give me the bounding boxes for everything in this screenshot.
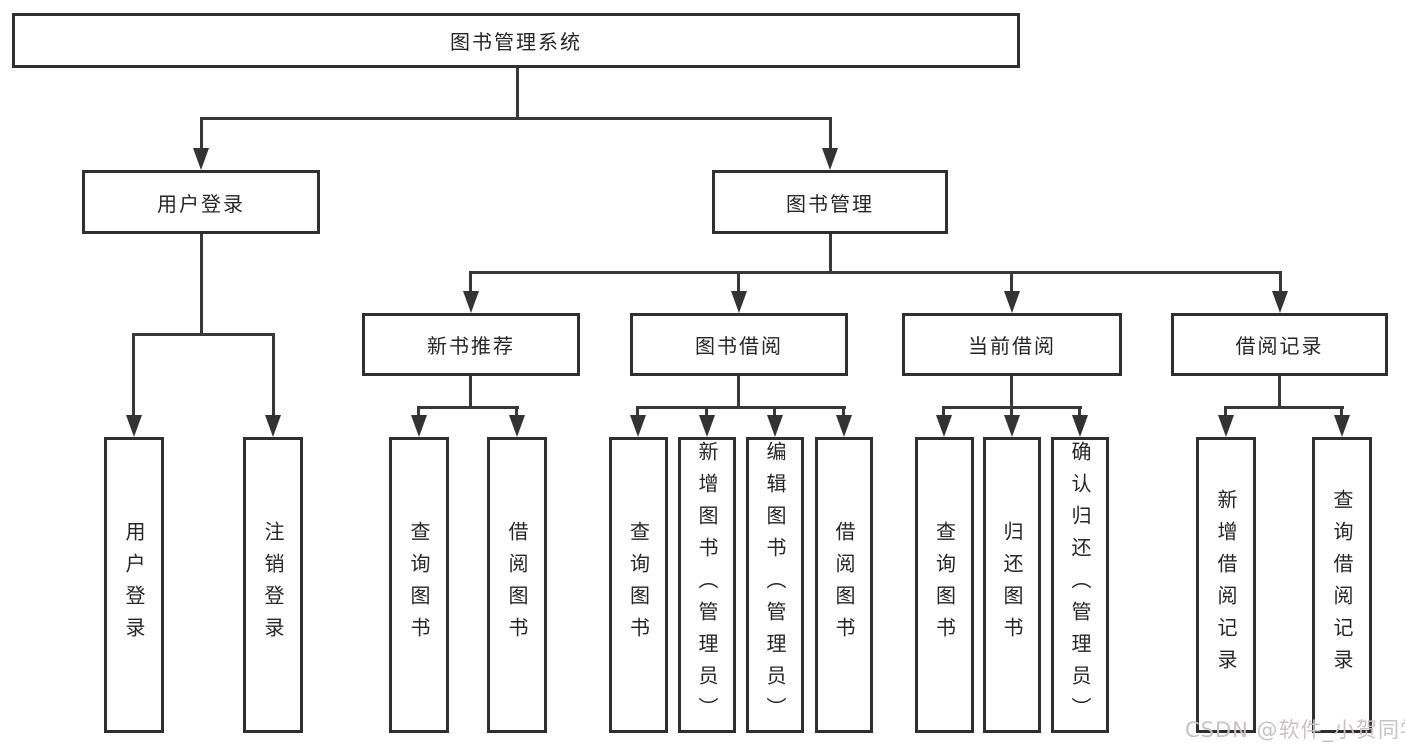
connector-line — [737, 271, 740, 295]
arrow-down-icon — [822, 148, 838, 170]
connector-line — [1278, 376, 1281, 409]
arrow-down-icon — [509, 415, 525, 437]
root-branch-line — [200, 117, 831, 120]
node-leaf-query-borrow-record: 查询借阅记录 — [1312, 437, 1372, 733]
book-management-branch-line — [470, 271, 1282, 274]
arrow-down-icon — [1334, 415, 1350, 437]
book-management-stem-line — [829, 234, 832, 274]
connector-line — [705, 406, 708, 420]
connector-line — [200, 117, 203, 151]
node-borrowing-records: 借阅记录 — [1171, 313, 1388, 376]
arrow-down-icon — [463, 291, 479, 313]
connector-line — [1010, 406, 1013, 420]
arrow-down-icon — [1272, 291, 1288, 313]
connector-line — [417, 406, 420, 420]
connector-line — [773, 406, 776, 420]
arrow-down-icon — [1072, 415, 1088, 437]
connector-line — [1225, 406, 1344, 409]
node-book-borrowing: 图书借阅 — [630, 313, 848, 376]
connector-line — [132, 333, 135, 418]
connector-line — [842, 406, 845, 420]
node-user-login: 用户登录 — [82, 170, 320, 234]
node-leaf-edit-books-admin: 编辑图书（管理员） — [746, 437, 804, 733]
node-leaf-logout: 注销登录 — [243, 437, 303, 733]
node-new-book-recommendation: 新书推荐 — [362, 313, 580, 376]
node-leaf-user-login: 用户登录 — [104, 437, 164, 733]
node-leaf-add-books-admin: 新增图书（管理员） — [678, 437, 736, 733]
user-login-stem-line — [200, 234, 203, 336]
connector-line — [1279, 271, 1282, 295]
arrow-down-icon — [1004, 291, 1020, 313]
connector-line — [636, 406, 639, 420]
node-leaf-return-books: 归还图书 — [983, 437, 1041, 733]
node-leaf-borrow-books-recommend: 借阅图书 — [487, 437, 547, 733]
arrow-down-icon — [193, 148, 209, 170]
connector-line — [1078, 406, 1081, 420]
node-leaf-borrow-books-borrowing: 借阅图书 — [815, 437, 873, 733]
node-book-management: 图书管理 — [712, 170, 948, 234]
connector-line — [1340, 406, 1343, 420]
node-leaf-query-books-current: 查询图书 — [915, 437, 974, 733]
node-leaf-add-borrow-record: 新增借阅记录 — [1196, 437, 1256, 733]
node-library-management-system: 图书管理系统 — [12, 13, 1020, 68]
node-leaf-query-books-recommend: 查询图书 — [389, 437, 449, 733]
arrow-down-icon — [411, 415, 427, 437]
connector-line — [272, 333, 275, 418]
arrow-down-icon — [699, 415, 715, 437]
node-leaf-confirm-return-admin: 确认归还（管理员） — [1051, 437, 1109, 733]
csdn-watermark: CSDN @软件_小贺同学 — [1185, 718, 1405, 742]
connector-line — [737, 376, 740, 409]
arrow-down-icon — [936, 415, 952, 437]
connector-line — [1224, 406, 1227, 420]
node-current-borrowing: 当前借阅 — [902, 313, 1122, 376]
arrow-down-icon — [630, 415, 646, 437]
arrow-down-icon — [265, 415, 281, 437]
connector-line — [829, 117, 832, 151]
arrow-down-icon — [731, 291, 747, 313]
connector-line — [469, 271, 472, 295]
arrow-down-icon — [767, 415, 783, 437]
arrow-down-icon — [1218, 415, 1234, 437]
connector-line — [1010, 271, 1013, 295]
connector-line — [515, 406, 518, 420]
connector-line — [637, 406, 846, 409]
arrow-down-icon — [836, 415, 852, 437]
connector-line — [469, 376, 472, 409]
connector-line — [1010, 376, 1013, 409]
connector-line — [417, 406, 519, 409]
arrow-down-icon — [126, 415, 142, 437]
root-stem-line — [516, 68, 519, 119]
arrow-down-icon — [1004, 415, 1020, 437]
node-leaf-query-books-borrowing: 查询图书 — [609, 437, 668, 733]
connector-line — [942, 406, 945, 420]
user-login-branch-line — [132, 333, 274, 336]
